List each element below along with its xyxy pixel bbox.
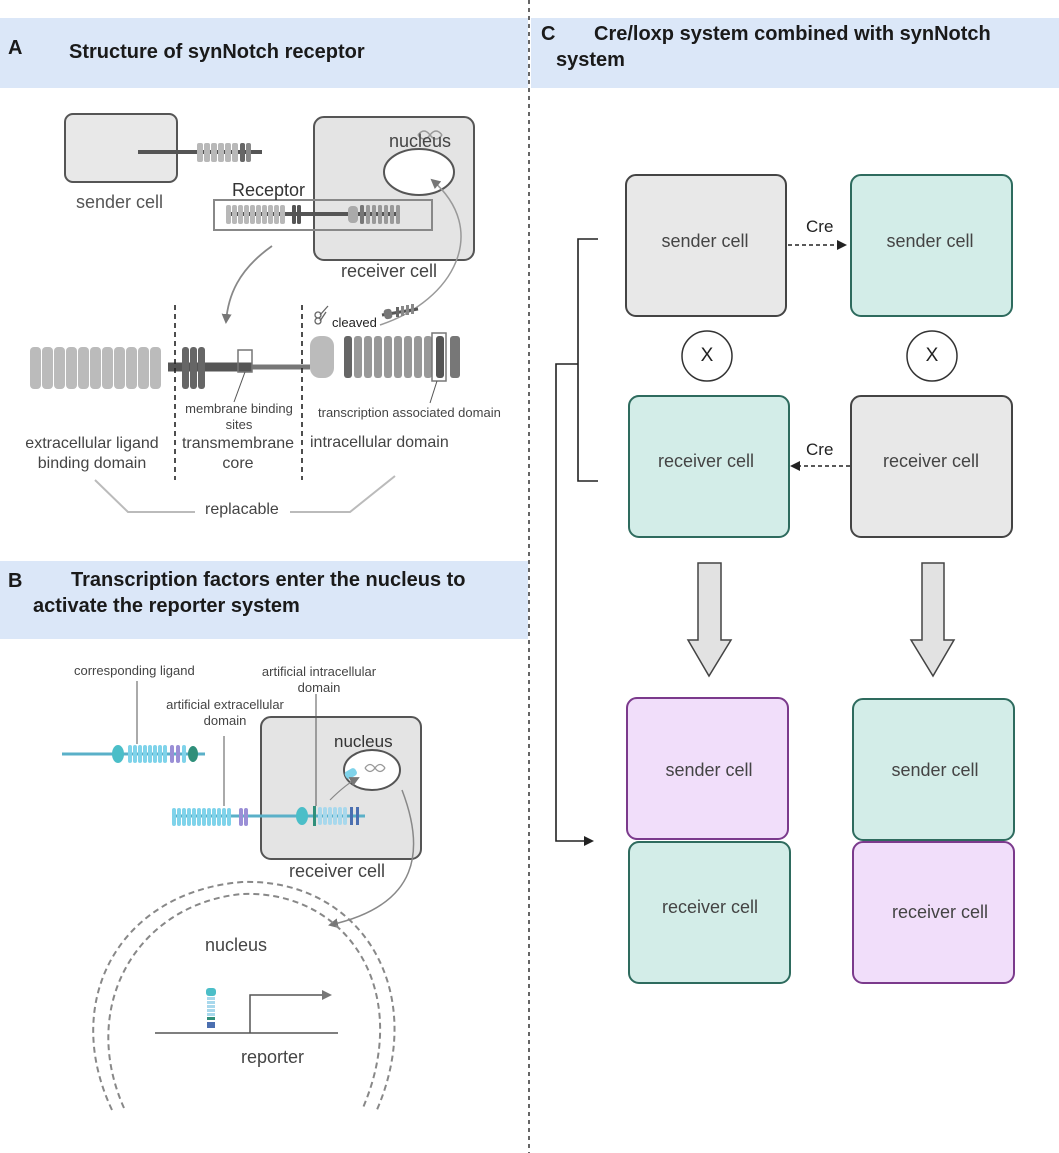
receptor-label: Receptor <box>232 180 306 200</box>
intracellular-label: intracellular domain <box>310 434 449 451</box>
extracellular-label: extracellular ligand binding domain <box>25 435 159 472</box>
c-bracket-arrow <box>555 363 594 846</box>
c-mid-right-label: receiver cell <box>882 451 980 471</box>
tf-bound-icon <box>206 988 216 1028</box>
big-nucleus-inner <box>107 892 381 1111</box>
x-left-label: X <box>700 345 714 366</box>
panel-c-title-2: system <box>556 49 625 71</box>
cleaved-fragment <box>381 304 419 320</box>
promoter-arrow <box>249 990 332 1033</box>
panel-b-header <box>0 561 528 639</box>
cleaved-label: cleaved <box>332 315 377 330</box>
artificial-intracellular-label: artificial intracellular domain <box>261 664 377 695</box>
c-bottom-right-bottom-label: receiver cell <box>891 902 989 922</box>
receiver-cell-label: receiver cell <box>341 261 438 281</box>
c-bottom-left-bottom-label: receiver cell <box>661 897 759 917</box>
transcription-domain-box <box>431 332 447 382</box>
sender-ligand <box>197 143 251 162</box>
panel-b-letter: B <box>8 570 23 592</box>
c-top-right-label: sender cell <box>886 231 974 251</box>
c-bottom-right-top-cell <box>852 698 1015 841</box>
transmembrane-label: transmembrane core <box>181 435 295 472</box>
c-bottom-right-top-label: sender cell <box>891 760 979 780</box>
down-arrow-left <box>686 562 733 678</box>
nucleus-shape <box>383 148 455 196</box>
receptor-segments <box>226 205 400 224</box>
receptor-detail-arrow <box>221 245 273 324</box>
transcription-domain-label: transcription associated domain <box>318 405 501 420</box>
big-nucleus-outer <box>92 880 396 1113</box>
cre-top-label: Cre <box>806 217 834 236</box>
nucleus-label: nucleus <box>389 131 452 151</box>
panel-c-header <box>531 18 1059 88</box>
c-top-left-cell <box>625 174 787 317</box>
membrane-binding-label: membrane binding sites <box>185 401 293 432</box>
transmembrane-segments <box>182 347 205 389</box>
receptor-box <box>213 199 433 231</box>
extracellular-segments <box>30 347 161 389</box>
replacable-label: replacable <box>205 501 279 518</box>
panel-c-letter: C <box>541 23 556 45</box>
x-right-label: X <box>925 345 939 366</box>
to-big-nucleus-arrow <box>328 789 415 929</box>
x-circle-left <box>681 330 733 382</box>
sender-cell-shape <box>64 113 178 183</box>
scissors-icon <box>314 305 329 325</box>
ligand-segments <box>112 745 198 763</box>
nucleus-b-label: nucleus <box>334 732 393 751</box>
c-bottom-left-bottom-cell <box>628 841 791 984</box>
big-nucleus-label: nucleus <box>205 935 268 955</box>
c-mid-right-cell <box>850 395 1013 538</box>
synnotch-b-segments <box>172 806 359 826</box>
corresponding-ligand-label: corresponding ligand <box>74 663 195 678</box>
tf-fragment-b <box>344 768 357 779</box>
panel-c-title-1: Cre/loxp system combined with synNotch <box>594 23 991 45</box>
sender-cell-label: sender cell <box>76 192 164 212</box>
c-mid-left-cell <box>628 395 790 538</box>
c-bracket <box>577 238 598 482</box>
intracellular-segments <box>310 336 460 378</box>
dna-b-icon <box>364 763 386 773</box>
receiver-cell-b-label: receiver cell <box>289 861 386 881</box>
c-top-left-label: sender cell <box>661 231 749 251</box>
panel-b-title-2: activate the reporter system <box>33 595 300 617</box>
down-arrow-right <box>909 562 956 678</box>
panel-b-title-1: Transcription factors enter the nucleus … <box>71 569 466 591</box>
c-bottom-left-top-cell <box>626 697 789 840</box>
panel-a-letter: A <box>8 37 23 59</box>
replacable-bracket <box>94 475 396 513</box>
c-top-right-cell <box>850 174 1013 317</box>
x-circle-right <box>906 330 958 382</box>
dna-icon <box>417 130 443 140</box>
cre-bottom-label: Cre <box>806 440 834 459</box>
c-bottom-left-top-label: sender cell <box>665 760 753 780</box>
panel-a-title: Structure of synNotch receptor <box>69 41 365 63</box>
c-bottom-right-bottom-cell <box>852 841 1015 984</box>
panel-a-header <box>0 18 528 88</box>
artificial-extracellular-label: artificial extracellular domain <box>166 697 284 728</box>
reporter-label: reporter <box>241 1047 305 1067</box>
c-mid-left-label: receiver cell <box>657 451 755 471</box>
